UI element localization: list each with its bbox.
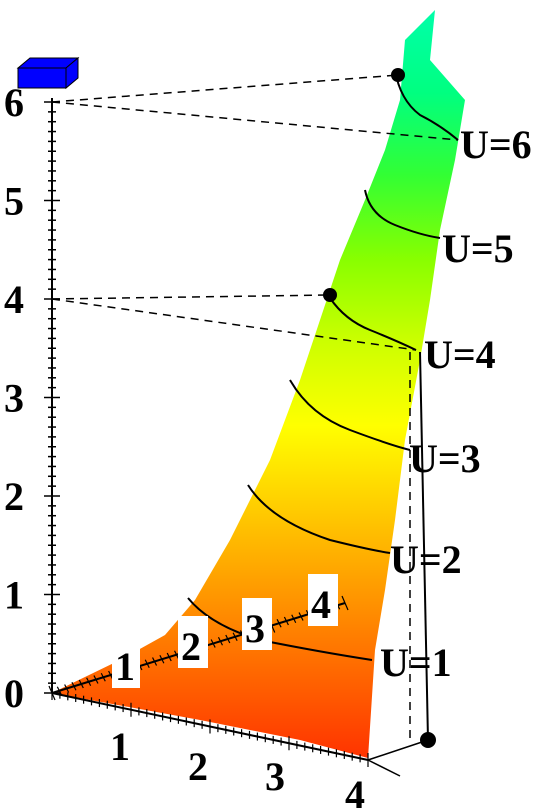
corner-base-line	[367, 759, 401, 777]
y-tick	[100, 672, 106, 682]
corner-vertical-line	[419, 351, 429, 741]
y-tick	[152, 657, 158, 666]
y-tick	[144, 659, 150, 669]
corner-base-line	[367, 739, 429, 761]
highlight-point	[391, 68, 405, 82]
y-tick	[71, 681, 77, 691]
y-tick	[341, 595, 349, 611]
y-tick	[232, 632, 238, 642]
y-tick-label-box	[308, 574, 338, 626]
surface	[52, 10, 465, 758]
guide-dash	[51, 298, 417, 351]
z-tick-label: 2	[4, 474, 24, 519]
y-tick	[210, 639, 216, 648]
contour-line	[247, 484, 391, 554]
y-tick-label-box	[242, 598, 272, 650]
y-tick-label: 1	[115, 644, 135, 689]
y-tick	[298, 612, 304, 621]
contour-line	[289, 379, 411, 451]
contour-line	[364, 189, 441, 239]
guide-dash	[51, 74, 399, 103]
y-tick	[48, 685, 56, 701]
x-tick-label: 3	[265, 754, 285, 799]
guide-dash	[51, 294, 331, 300]
y-tick	[56, 686, 62, 696]
z-tick-label: 3	[4, 376, 24, 421]
y-tick-label-box	[112, 640, 140, 688]
contour-line	[329, 297, 417, 351]
y-tick-label: 2	[181, 624, 201, 669]
z-tick-label: 6	[4, 80, 24, 125]
y-tick	[64, 684, 70, 693]
y-tick	[217, 636, 224, 646]
contour-label: U=6	[460, 122, 532, 167]
y-tick	[291, 614, 297, 624]
y-tick	[159, 654, 165, 664]
contour-label: U=2	[390, 537, 462, 582]
y-tick	[86, 677, 92, 687]
y-tick	[108, 670, 114, 680]
y-tick-label-box	[178, 616, 208, 668]
z-tick-label: 4	[4, 277, 24, 322]
z-tick-label: 0	[4, 671, 24, 716]
x-tick-label: 1	[110, 724, 130, 769]
guide-lines	[51, 68, 459, 740]
surface-fill	[52, 10, 465, 758]
axis-end-marker	[16, 56, 80, 90]
y-tick	[276, 618, 282, 628]
x-tick-label: 2	[188, 744, 208, 789]
y-tick	[93, 675, 99, 684]
x-tick-label: 4	[345, 772, 365, 809]
y-tick-label: 4	[311, 582, 331, 627]
y-tick	[173, 650, 180, 660]
guide-dash	[51, 101, 459, 141]
y-tick	[225, 634, 231, 644]
y-tick-label: 3	[245, 606, 265, 651]
contour-line	[394, 69, 459, 141]
z-tick-label: 5	[4, 179, 24, 224]
y-tick	[283, 616, 289, 626]
y-tick	[78, 679, 84, 689]
contour-label: U=4	[424, 332, 496, 377]
highlight-point	[323, 288, 337, 302]
contour-label: U=5	[442, 226, 514, 271]
y-tick	[166, 652, 172, 662]
contour-label: U=1	[380, 640, 452, 685]
corner-point	[420, 732, 436, 748]
z-tick-label: 1	[4, 573, 24, 618]
contour-label: U=3	[409, 436, 481, 481]
